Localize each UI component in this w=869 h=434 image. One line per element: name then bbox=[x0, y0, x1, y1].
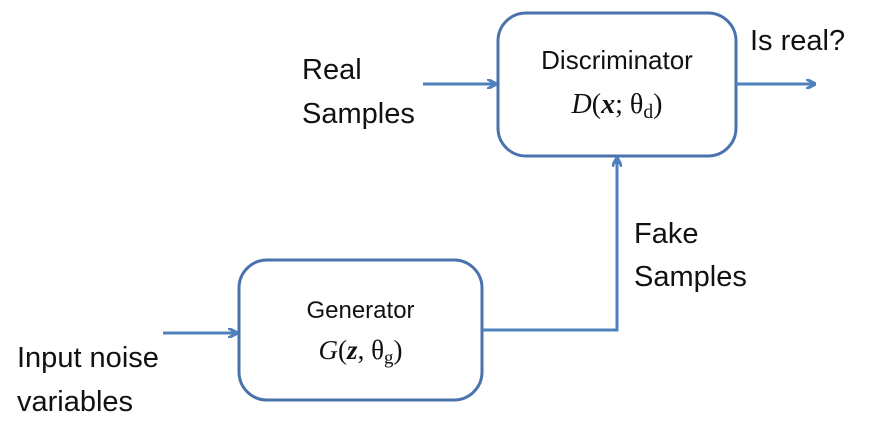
discriminator-sep: ; bbox=[615, 89, 623, 120]
discriminator-sub: d bbox=[643, 101, 654, 123]
fake-samples-label-line1: Fake bbox=[634, 218, 699, 250]
generator-rparen: ) bbox=[393, 335, 403, 365]
discriminator-title: Discriminator bbox=[541, 45, 693, 75]
generator-formula: G(z, θg) bbox=[239, 333, 482, 376]
noise-label-line1: Input noise bbox=[17, 342, 159, 374]
generator-var: z bbox=[347, 335, 358, 365]
generator-sep: , bbox=[357, 335, 365, 365]
discriminator-box bbox=[496, 11, 738, 158]
discriminator-lparen: ( bbox=[591, 89, 602, 120]
generator-title: Generator bbox=[306, 297, 415, 324]
discriminator-rparen: ) bbox=[653, 89, 663, 120]
discriminator-formula: D(x; θd) bbox=[498, 88, 736, 130]
discriminator-var: x bbox=[601, 89, 616, 120]
is-real-label: Is real? bbox=[750, 25, 846, 57]
generator-sub: g bbox=[384, 347, 394, 369]
generator-theta: θ bbox=[371, 335, 384, 365]
real-samples-label-line1: Real bbox=[302, 54, 362, 86]
real-samples-label-line2: Samples bbox=[302, 98, 415, 130]
generator-fn: G bbox=[318, 335, 339, 365]
noise-label-line2: variables bbox=[17, 386, 134, 418]
fake-samples-arrow bbox=[482, 158, 617, 332]
generator-box bbox=[237, 258, 484, 402]
generator-lparen: ( bbox=[338, 335, 348, 365]
discriminator-fn: D bbox=[571, 89, 592, 120]
discriminator-theta: θ bbox=[629, 89, 644, 120]
fake-samples-label-line2: Samples bbox=[634, 261, 747, 293]
